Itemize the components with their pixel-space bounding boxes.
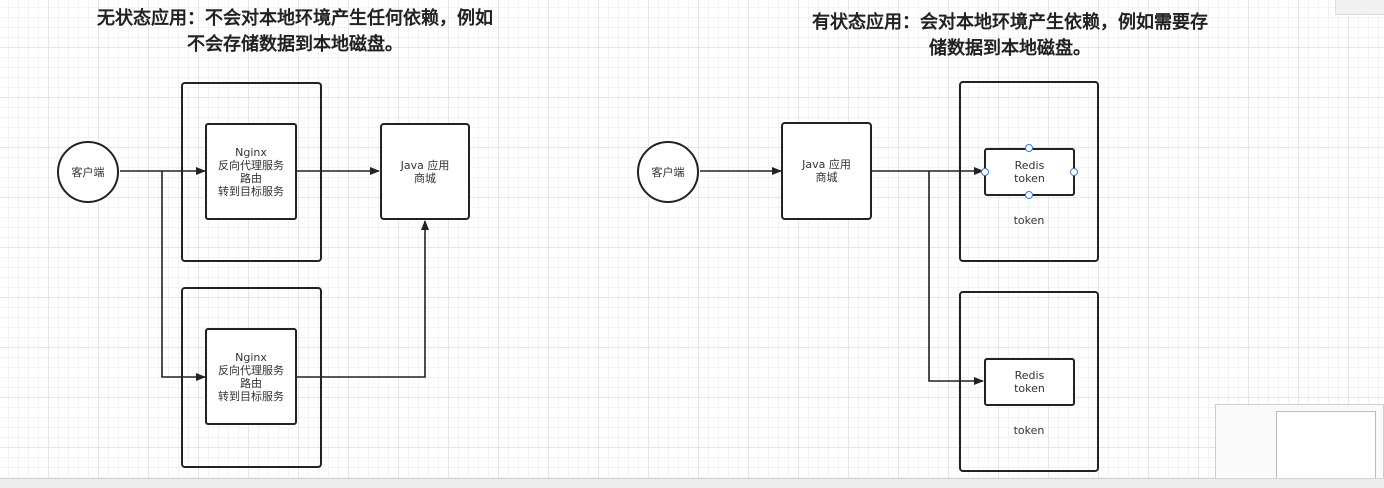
edge-client-to-nginx-bottom <box>161 171 206 381</box>
right-java-label: Java 应用 商城 <box>802 158 851 184</box>
right-title: 有状态应用：会对本地环境产生依赖，例如需要存 储数据到本地磁盘。 <box>775 10 1245 62</box>
left-title-line1: 无状态应用：不会对本地环境产生任何依赖，例如 <box>97 8 493 29</box>
selection-handle-right[interactable] <box>1070 168 1078 176</box>
right-redis-node-top[interactable]: Redis token <box>984 148 1075 196</box>
left-client-node[interactable]: 客户端 <box>57 141 119 203</box>
left-java-node[interactable]: Java 应用 商城 <box>380 123 470 220</box>
minimap-viewport[interactable] <box>1276 411 1376 486</box>
right-client-label: 客户端 <box>651 166 685 179</box>
right-title-line2: 储数据到本地磁盘。 <box>929 38 1091 59</box>
edge-nginx-bottom-to-java <box>296 220 429 378</box>
top-right-panel-edge <box>1335 0 1384 15</box>
edge-java-to-redis-bottom <box>928 171 984 385</box>
right-title-line1: 有状态应用：会对本地环境产生依赖，例如需要存 <box>812 12 1208 33</box>
left-nginx-node-top[interactable]: Nginx 反向代理服务 路由 转到目标服务 <box>205 123 297 220</box>
right-server-box-top[interactable] <box>959 81 1099 262</box>
left-title: 无状态应用：不会对本地环境产生任何依赖，例如 不会存储数据到本地磁盘。 <box>60 6 530 58</box>
right-token-label-bottom: token <box>1013 424 1045 437</box>
left-nginx-node-bottom[interactable]: Nginx 反向代理服务 路由 转到目标服务 <box>205 328 297 425</box>
selection-handle-top[interactable] <box>1025 144 1033 152</box>
right-redis-node-bottom[interactable]: Redis token <box>984 358 1075 406</box>
selection-handle-bottom[interactable] <box>1025 191 1033 199</box>
left-title-line2: 不会存储数据到本地磁盘。 <box>187 34 403 55</box>
left-server-box-bottom[interactable] <box>181 287 322 468</box>
right-token-label-top: token <box>1013 214 1045 227</box>
left-client-label: 客户端 <box>71 166 105 179</box>
left-server-box-top[interactable] <box>181 82 322 262</box>
selection-handle-left[interactable] <box>981 168 989 176</box>
bottom-scrollbar[interactable] <box>0 478 1384 488</box>
right-client-node[interactable]: 客户端 <box>637 141 699 203</box>
outline-minimap[interactable] <box>1215 404 1384 487</box>
right-server-box-bottom[interactable] <box>959 291 1099 472</box>
right-java-node[interactable]: Java 应用 商城 <box>781 122 872 220</box>
left-java-label: Java 应用 商城 <box>400 159 450 185</box>
